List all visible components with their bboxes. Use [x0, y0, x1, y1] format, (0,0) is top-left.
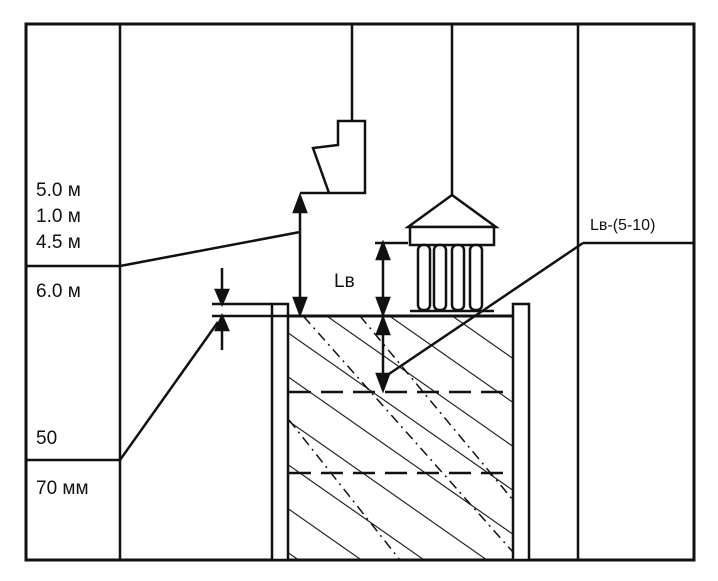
vibrator-length-dimension	[375, 239, 408, 318]
label-dividers	[26, 230, 301, 462]
chute	[311, 24, 367, 195]
vibrator-collar	[408, 225, 496, 247]
chute-body	[311, 119, 367, 195]
label-immersion-depth: Lв-(5-10)	[590, 217, 655, 234]
formwork-right-wall	[511, 302, 531, 562]
vibrator-hood	[404, 193, 500, 229]
formwork-gap-dimension	[212, 268, 288, 350]
vibrator-tubes	[416, 243, 484, 312]
label-gap-70: 70 мм	[36, 478, 89, 499]
label-height-5-0: 5.0 м	[36, 180, 81, 201]
vibrator	[404, 24, 500, 313]
label-height-6-0: 6.0 м	[36, 281, 81, 302]
label-gap-50: 50	[36, 428, 57, 449]
divider-height-leader	[26, 230, 301, 268]
divider-gap-leader	[26, 321, 220, 462]
label-height-1-0: 1.0 м	[36, 206, 81, 227]
grid-lines	[118, 24, 580, 560]
formwork-left-wall	[270, 302, 290, 562]
label-height-4-5: 4.5 м	[36, 232, 81, 253]
label-vibrator-length: Lв	[334, 271, 355, 292]
concrete-fill	[289, 316, 513, 560]
drop-height-dimension	[292, 191, 328, 318]
immersion-depth-dimension	[375, 241, 694, 394]
